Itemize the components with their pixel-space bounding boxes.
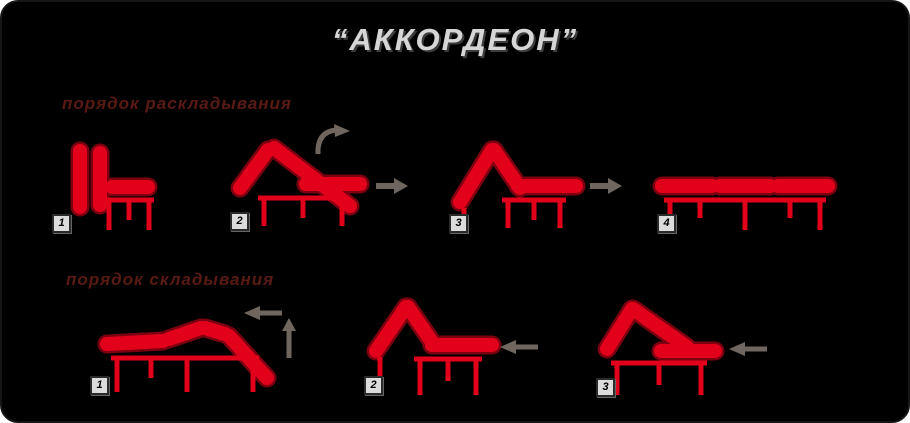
step-number-badge: 3 — [596, 378, 615, 397]
sofa-folded-upright-icon — [70, 141, 158, 230]
rotate-up-arrow-icon — [314, 124, 350, 156]
step-number-badge: 1 — [90, 376, 109, 395]
fold-step-1: 1 — [87, 302, 287, 402]
unfold-step-2: 2 — [224, 122, 374, 236]
fold-step-2: 2 — [354, 297, 504, 402]
fold-step-3: 3 — [587, 297, 727, 402]
step-number-badge: 1 — [52, 214, 71, 233]
unfold-step-3: 3 — [440, 134, 590, 236]
step-number-badge: 2 — [230, 212, 249, 231]
arrow-left-icon — [500, 340, 538, 354]
arrow-right-icon — [590, 178, 622, 194]
step-number-badge: 2 — [364, 376, 383, 395]
unfold-step-4: 4 — [650, 138, 840, 236]
arrow-left-icon — [244, 306, 282, 320]
sofa-flat-bed-icon — [652, 176, 838, 230]
arrow-up-icon — [282, 318, 296, 358]
arrow-right-icon — [376, 178, 408, 194]
sofa-tent-position-icon — [450, 140, 586, 228]
section-fold-label: порядок складывания — [66, 270, 275, 289]
unfold-step-1: 1 — [50, 138, 162, 236]
page-title: “АККОРДЕОН” — [331, 22, 579, 57]
sofa-backrest-lifting-icon — [230, 138, 370, 226]
sofa-backrest-lowering-icon — [597, 299, 725, 395]
step-number-badge: 4 — [657, 214, 676, 233]
sofa-lifting-from-flat-icon — [97, 318, 277, 392]
arrow-left-icon — [729, 342, 767, 356]
step-number-badge: 3 — [449, 214, 468, 233]
section-unfold-label: порядок раскладывания — [62, 94, 292, 113]
